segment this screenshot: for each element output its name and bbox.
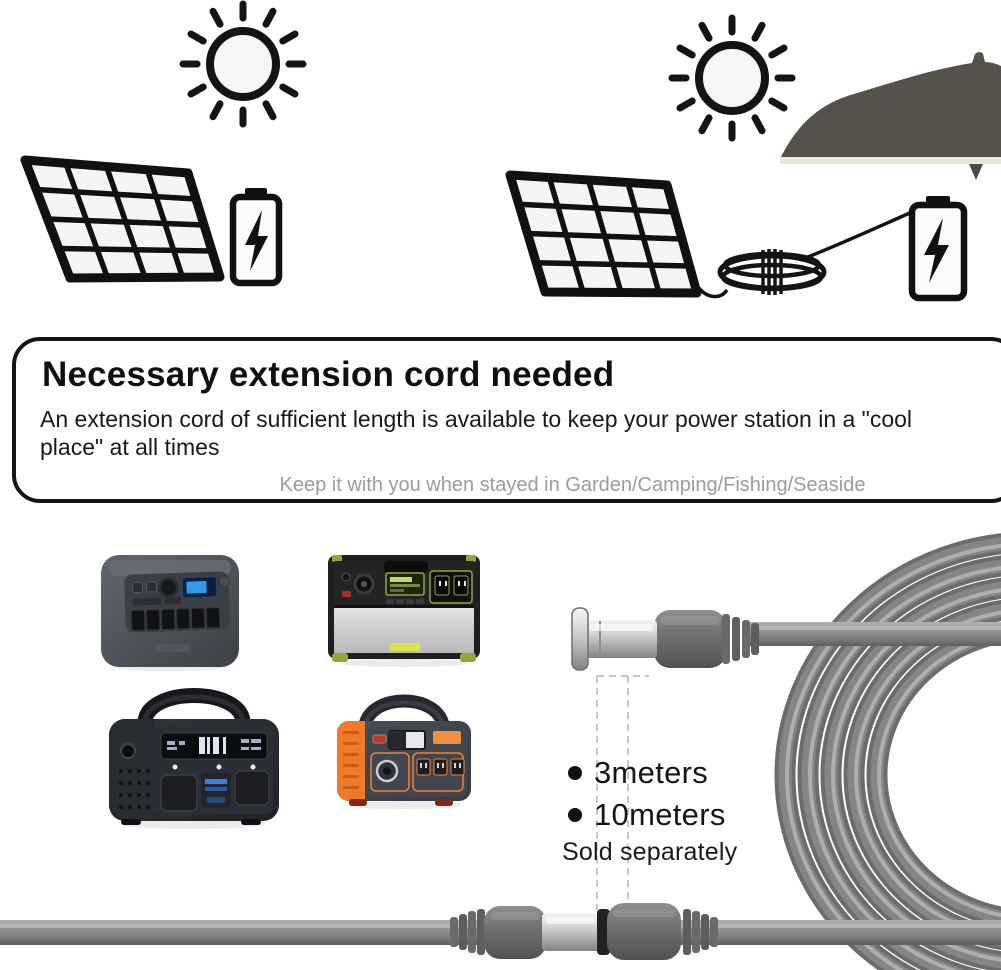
coiled-cable-icon <box>697 210 913 299</box>
bullet-icon <box>568 808 582 822</box>
lightning-bolt-icon <box>245 210 268 271</box>
battery-charging-icon <box>229 188 283 287</box>
port-cover-right <box>234 770 270 806</box>
solar-panel-icon <box>505 170 702 298</box>
port-cover-left <box>160 774 198 812</box>
ac-outlets <box>416 758 465 776</box>
orange-sticker <box>433 731 461 744</box>
orange-side-panel <box>337 721 365 801</box>
sun-icon <box>668 14 796 142</box>
power-station-photo-3 <box>109 688 279 829</box>
bullet-icon <box>568 766 582 780</box>
sun-icon <box>179 0 307 128</box>
power-station-photo-1 <box>101 555 239 671</box>
dc-input-port <box>157 576 179 598</box>
info-box: Necessary extension cord needed An exten… <box>12 337 1001 503</box>
cord-to-battery-line <box>799 210 913 262</box>
plug-tip <box>571 607 589 671</box>
handle-recess <box>384 561 428 573</box>
solar-charging-illustration-with-cord <box>505 14 1001 302</box>
outlet-row <box>130 607 221 632</box>
brand-label <box>390 643 420 651</box>
cable-coil <box>774 533 1001 970</box>
power-switch <box>372 734 387 744</box>
length-option-label: 10meters <box>594 797 726 832</box>
solar-panel-icon <box>20 155 225 283</box>
top-cable <box>750 622 1001 646</box>
parasol-icon <box>780 52 1001 180</box>
length-options: 3meters 10meters Sold separately <box>558 752 788 867</box>
power-station-photo-4 <box>337 694 471 809</box>
extension-cable-artwork <box>0 533 1001 970</box>
length-option: 10meters <box>558 794 788 836</box>
sold-separately-note: Sold separately <box>562 838 738 866</box>
info-caption: Keep it with you when stayed in Garden/C… <box>279 474 866 497</box>
info-body: An extension cord of sufficient length i… <box>40 406 913 461</box>
alignment-guide-dashes <box>596 675 649 910</box>
length-option: 3meters <box>558 752 788 794</box>
battery-charging-icon <box>908 196 968 302</box>
flashlight <box>119 742 137 760</box>
lightning-bolt-icon <box>924 218 949 283</box>
cable-coupler-icon <box>450 903 718 960</box>
solar-charging-illustration-plain <box>20 0 307 287</box>
dc-plug-icon <box>571 607 759 671</box>
power-station-photo-2 <box>328 555 480 667</box>
length-option-label: 3meters <box>594 755 709 790</box>
info-title: Necessary extension cord needed <box>42 355 615 394</box>
